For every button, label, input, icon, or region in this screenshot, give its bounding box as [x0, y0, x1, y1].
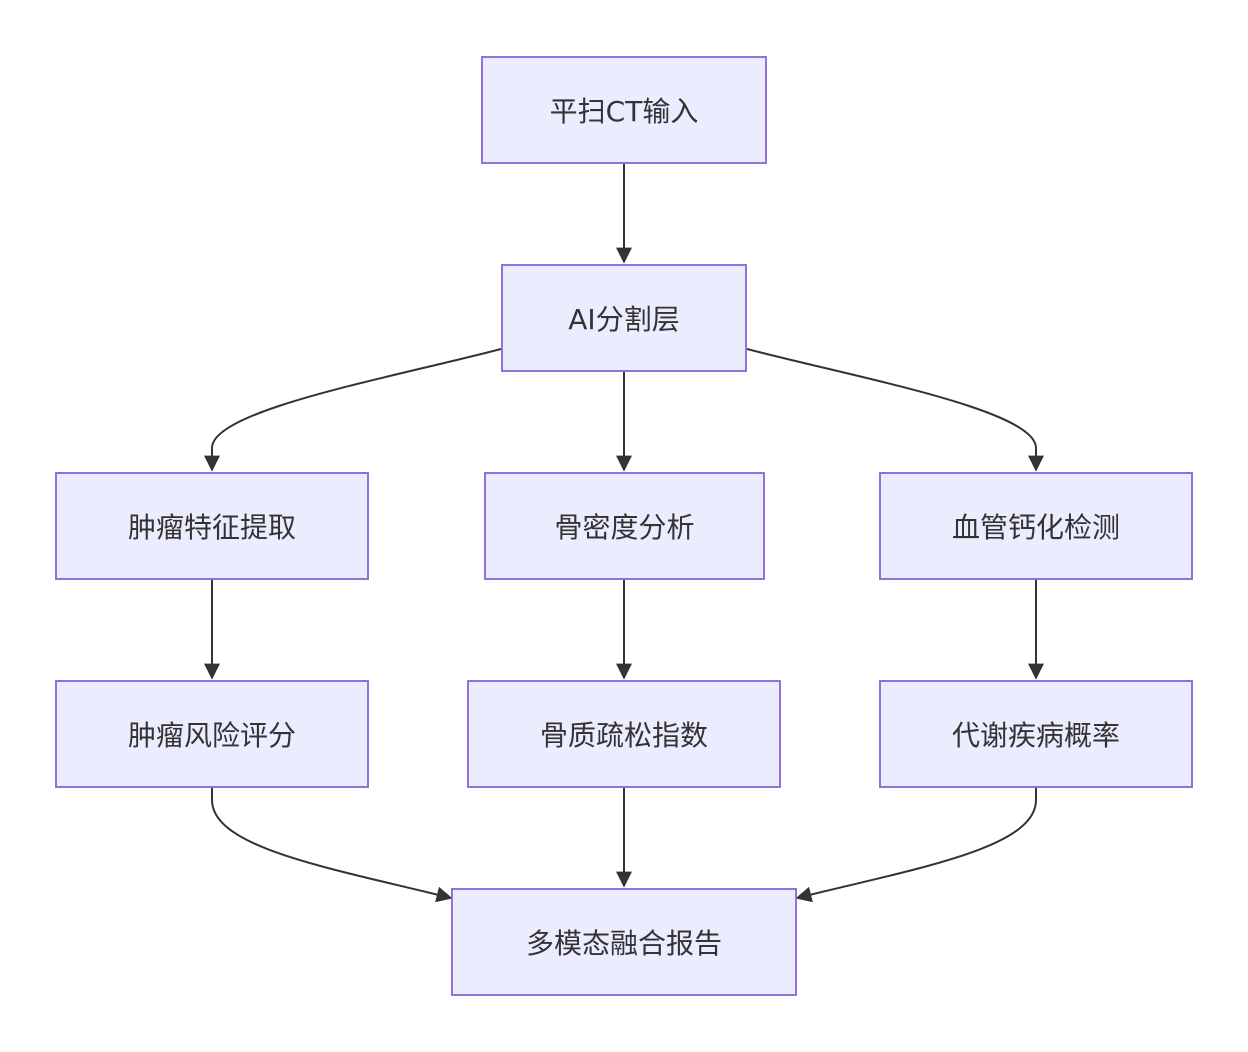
- edge-tumor-risk-to-report: [211, 788, 453, 903]
- node-fusion-report: 多模态融合报告: [451, 888, 797, 996]
- node-label: 血管钙化检测: [951, 511, 1120, 544]
- node-tumor-risk: 肿瘤风险评分: [55, 680, 369, 788]
- node-bone-density: 骨密度分析: [484, 472, 765, 580]
- node-ct-input: 平扫CT输入: [481, 56, 767, 164]
- edge-ai-to-vascular: [746, 348, 1044, 472]
- edge-ai-to-tumor-features: [204, 348, 502, 472]
- node-label: 代谢疾病概率: [951, 719, 1120, 752]
- node-metabolic-probability: 代谢疾病概率: [879, 680, 1193, 788]
- node-label: 多模态融合报告: [525, 927, 722, 960]
- node-osteoporosis-index: 骨质疏松指数: [467, 680, 781, 788]
- node-label: AI分割层: [568, 303, 680, 336]
- node-label: 骨密度分析: [554, 511, 695, 544]
- node-label: 平扫CT输入: [549, 95, 699, 128]
- node-tumor-features: 肿瘤特征提取: [55, 472, 369, 580]
- node-label: 骨质疏松指数: [539, 719, 708, 752]
- edge-metabolic-to-report: [795, 788, 1037, 903]
- node-ai-segmentation: AI分割层: [501, 264, 747, 372]
- node-label: 肿瘤风险评分: [127, 719, 296, 752]
- node-label: 肿瘤特征提取: [127, 511, 296, 544]
- node-vascular-calcification: 血管钙化检测: [879, 472, 1193, 580]
